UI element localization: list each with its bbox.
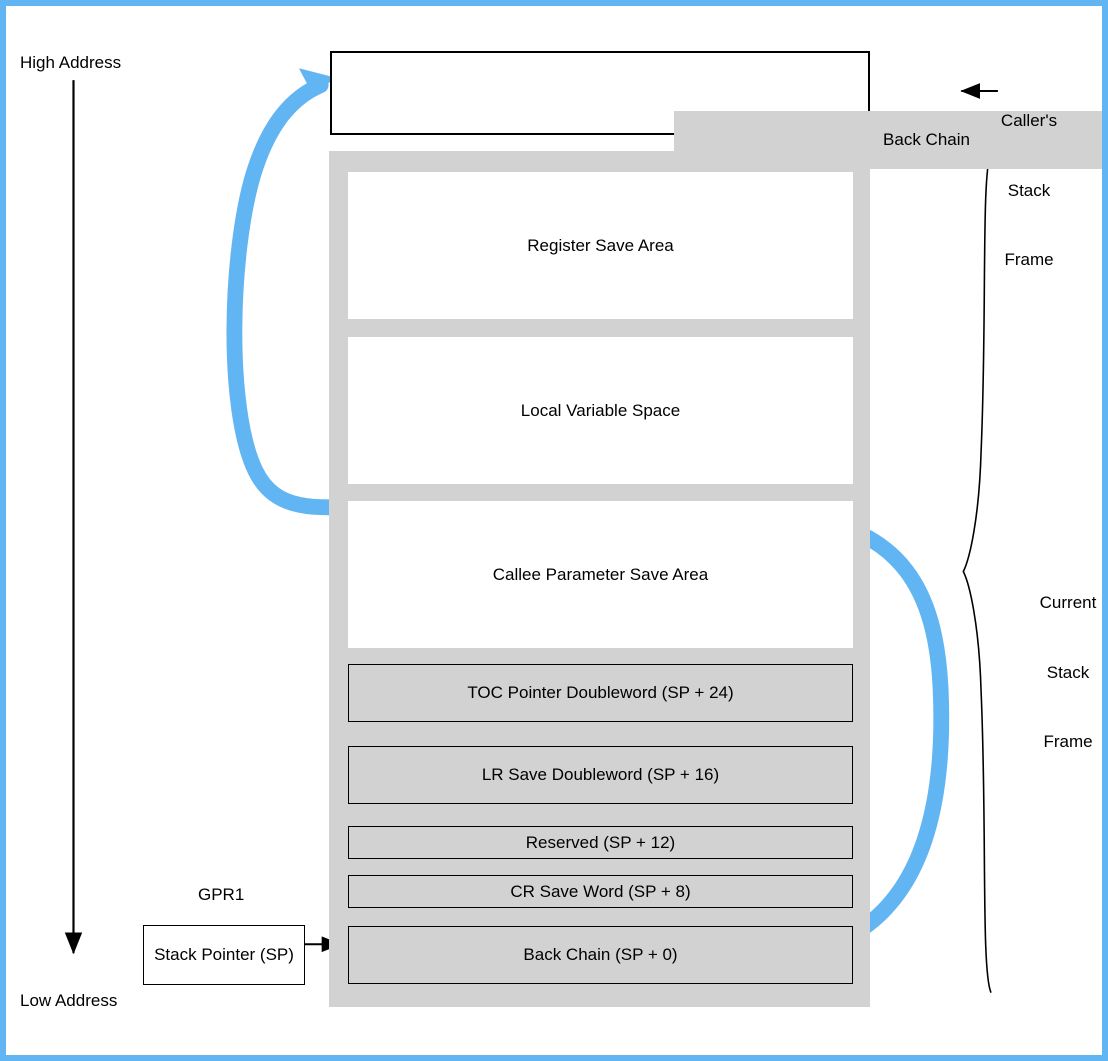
callers-stack-frame-label-line-1: Caller's bbox=[1000, 111, 1058, 131]
current-stack-frame-label-line-3: Frame bbox=[1043, 731, 1093, 751]
current-stack-frame-brace-icon bbox=[962, 152, 992, 994]
current-stack-frame-label-line-2: Stack bbox=[1046, 662, 1090, 682]
cell-toc-pointer-doubleword: TOC Pointer Doubleword (SP + 24) bbox=[348, 664, 853, 722]
cell-lr-save-doubleword: LR Save Doubleword (SP + 16) bbox=[348, 746, 853, 804]
current-stack-frame-label: Current Stack Frame bbox=[1040, 545, 1097, 799]
gpr1-label: GPR1 bbox=[198, 885, 245, 904]
current-stack-frame-label-line-1: Current bbox=[1039, 593, 1097, 613]
cell-register-save-area: Register Save Area bbox=[348, 172, 853, 319]
cell-local-variable-space: Local Variable Space bbox=[348, 337, 853, 484]
cell-back-chain-sp0: Back Chain (SP + 0) bbox=[348, 926, 853, 984]
high-address-label: High Address bbox=[20, 53, 122, 72]
cell-reserved: Reserved (SP + 12) bbox=[348, 826, 853, 859]
callers-stack-frame-label-line-2: Stack bbox=[1007, 180, 1051, 200]
cell-callee-parameter-save-area: Callee Parameter Save Area bbox=[348, 501, 853, 648]
callers-stack-frame-label-line-3: Frame bbox=[1004, 249, 1054, 269]
callers-stack-frame-box: Back Chain bbox=[330, 51, 1102, 169]
low-address-label: Low Address bbox=[20, 991, 118, 1010]
cell-cr-save-word: CR Save Word (SP + 8) bbox=[348, 875, 853, 908]
callers-stack-frame-label: Caller's Stack Frame bbox=[1001, 63, 1057, 317]
current-stack-frame-box: Register Save Area Local Variable Space … bbox=[329, 151, 870, 1007]
stack-pointer-box: Stack Pointer (SP) bbox=[143, 925, 305, 985]
